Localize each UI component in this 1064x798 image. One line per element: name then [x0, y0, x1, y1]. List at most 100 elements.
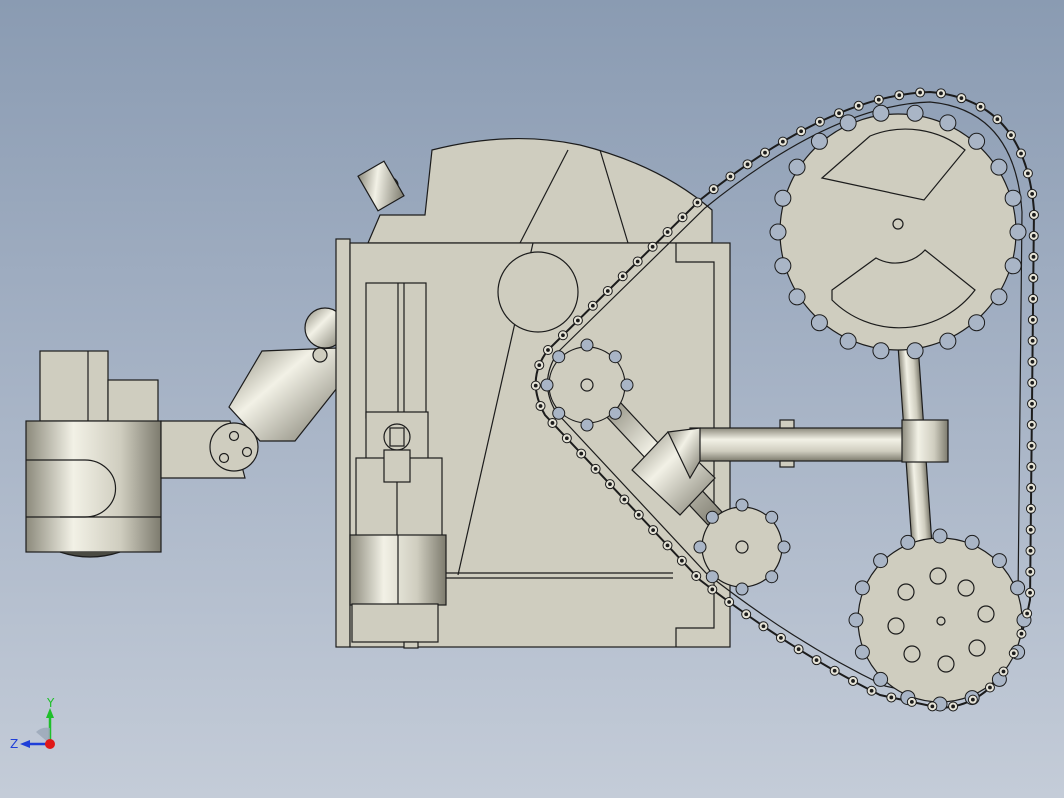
chain-pin: [744, 612, 749, 617]
sprocket-notch: [854, 580, 870, 596]
chain-pin: [561, 333, 565, 338]
chain-pin: [988, 685, 992, 690]
drive-shaft-arm: [604, 343, 949, 547]
chain-pin: [1031, 296, 1035, 301]
sprocket-notch: [765, 510, 779, 524]
chain-pin: [995, 117, 1000, 122]
x-axis-dot: [45, 739, 55, 749]
sprocket-notch: [810, 132, 828, 150]
sprocket-notch: [906, 342, 924, 360]
sprocket-notch: [939, 114, 957, 132]
axis-triad: Y Z: [6, 696, 76, 766]
chain-pin: [711, 187, 716, 192]
chain-pin: [564, 436, 569, 441]
chain-pin: [1030, 359, 1035, 364]
chain-pin: [780, 139, 785, 144]
sprocket-notch: [968, 132, 986, 150]
sprocket-notch: [900, 534, 916, 550]
chain-pin: [695, 200, 700, 205]
chain-pin: [1019, 151, 1023, 156]
sprocket-notch: [765, 570, 779, 584]
gripper-housing: [25, 350, 162, 558]
chain-pin: [817, 119, 822, 124]
sprocket-notch: [873, 671, 889, 687]
sprocket-notch: [735, 498, 749, 512]
chain-pin: [1029, 464, 1034, 469]
chain-pin: [680, 215, 685, 220]
chain-pin: [1025, 611, 1030, 616]
sprocket-notch: [1009, 223, 1027, 241]
chain-pin: [837, 111, 841, 116]
sprocket-notch: [1004, 189, 1022, 207]
chain-pin: [745, 162, 750, 167]
sprocket-notch: [788, 288, 806, 306]
chain-pin: [897, 93, 902, 98]
chain-pin: [1031, 254, 1036, 259]
chain-pin: [636, 512, 641, 517]
sprocket-notch: [552, 406, 566, 420]
drive-sprocket-top: [779, 113, 1017, 351]
chain-pin: [650, 244, 655, 249]
sprocket-notch: [774, 189, 792, 207]
chain-pin: [1029, 422, 1034, 427]
chain-pin: [796, 647, 801, 652]
chain-pin: [728, 174, 733, 179]
vertical-rail: [349, 282, 447, 649]
chain-pin: [1030, 401, 1034, 406]
elbow-link: [160, 307, 346, 479]
chain-pin: [1028, 527, 1033, 532]
chain-pin: [620, 274, 625, 279]
sprocket-notch: [620, 378, 634, 392]
y-axis-label: Y: [46, 696, 55, 710]
chain-pin: [546, 348, 550, 352]
chain-pin: [622, 497, 627, 502]
z-axis-label: Z: [10, 737, 18, 751]
sprocket-notch: [872, 104, 890, 122]
chain-pin: [550, 421, 555, 425]
chain-pin: [710, 587, 715, 592]
sprocket-notch: [774, 257, 792, 275]
chain-pin: [1032, 212, 1036, 217]
chain-pin: [1028, 548, 1033, 553]
chain-pin: [1029, 485, 1034, 490]
chain-pin: [1030, 380, 1035, 385]
sprocket-notch: [769, 223, 787, 241]
sprocket-notch: [705, 570, 719, 584]
chain-pin: [1028, 590, 1032, 595]
sprocket-notch: [839, 114, 857, 132]
coordinate-axes-icon: Y Z: [10, 696, 55, 751]
sprocket-notch: [1004, 257, 1022, 275]
sprocket-notch: [735, 582, 749, 596]
chain-pin: [1029, 443, 1034, 448]
sprocket-notch: [939, 332, 957, 350]
chain-pin: [869, 688, 874, 693]
chain-pin: [939, 91, 943, 96]
chain-pin: [605, 289, 610, 293]
sprocket-notch: [839, 332, 857, 350]
sprocket-notch: [990, 158, 1008, 176]
sprocket-notch: [964, 534, 980, 550]
chain-pin: [590, 303, 595, 308]
chain-pin: [538, 404, 543, 408]
chain-pin: [1029, 506, 1033, 511]
chain-pin: [1019, 631, 1024, 636]
chain-pin: [851, 679, 855, 683]
sprocket-notch: [873, 553, 889, 569]
chain-pin: [909, 699, 914, 704]
sprocket-notch: [705, 510, 719, 524]
chain-pin: [814, 658, 819, 663]
chain-pin: [608, 482, 612, 487]
sprocket-notch: [580, 338, 594, 352]
sprocket-notch: [991, 553, 1007, 569]
chain-pin: [876, 97, 881, 102]
sprocket-notch: [932, 528, 948, 544]
sprocket-notch: [810, 314, 828, 332]
chain-pin: [635, 259, 640, 264]
chain-pin: [918, 90, 922, 95]
chain-pin: [779, 635, 783, 640]
chain-pin: [1030, 317, 1035, 322]
sprocket-notch: [608, 350, 622, 364]
chain-pin: [763, 150, 767, 155]
